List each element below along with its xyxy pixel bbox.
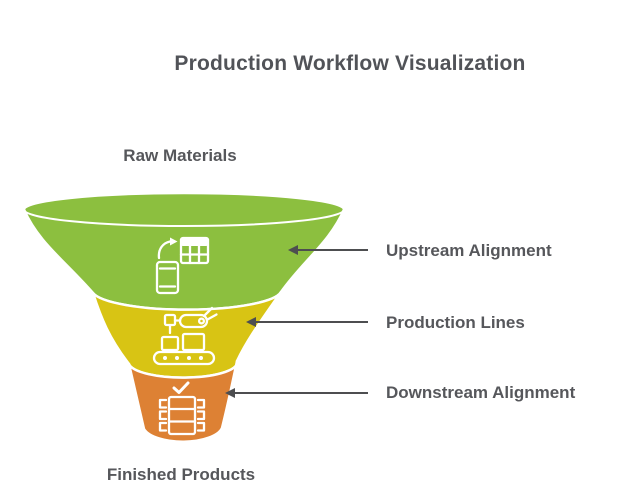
callout-label-downstream-alignment: Downstream Alignment (386, 383, 576, 402)
package-stack (167, 395, 197, 436)
robot-arm-conveyor-icon (152, 306, 218, 366)
phone-icon (155, 260, 180, 295)
callout-arrow-downstream (225, 388, 368, 398)
phone-screen-lines (158, 267, 177, 288)
page-title: Production Workflow Visualization (174, 52, 526, 75)
callout-arrow-head (246, 317, 256, 327)
sync-arrow-curve (157, 240, 172, 260)
phone-sync-spreadsheet-icon (155, 236, 210, 295)
callout-label-production-lines: Production Lines (386, 313, 525, 332)
spreadsheet-grid-lines (179, 244, 210, 265)
conveyor-rollers (163, 356, 203, 360)
callout-arrow-head (288, 245, 298, 255)
callout-label-upstream-alignment: Upstream Alignment (386, 241, 552, 260)
check-icon (172, 381, 190, 394)
robot-arm-claw (202, 306, 218, 321)
approved-package-stack-icon (158, 381, 206, 436)
package-right-fins (196, 398, 206, 432)
conveyor-belt (152, 350, 216, 366)
package-stack-dividers (167, 407, 197, 423)
callout-arrow-production (246, 317, 368, 327)
funnel-top-label: Raw Materials (123, 146, 237, 165)
robot-arm-body (178, 313, 209, 329)
package-left-fins (158, 398, 168, 432)
callout-arrow-upstream (288, 245, 368, 255)
callout-arrow-head (225, 388, 235, 398)
spreadsheet-header (181, 238, 208, 246)
funnel-bottom-label: Finished Products (106, 465, 256, 484)
robot-arm-joint (197, 317, 206, 325)
funnel-stage-downstream (127, 359, 239, 443)
conveyor-box-large (181, 332, 206, 352)
conveyor-box-small (160, 335, 180, 352)
sync-arrow-head (170, 237, 178, 246)
funnel-rim-line (23, 209, 345, 227)
